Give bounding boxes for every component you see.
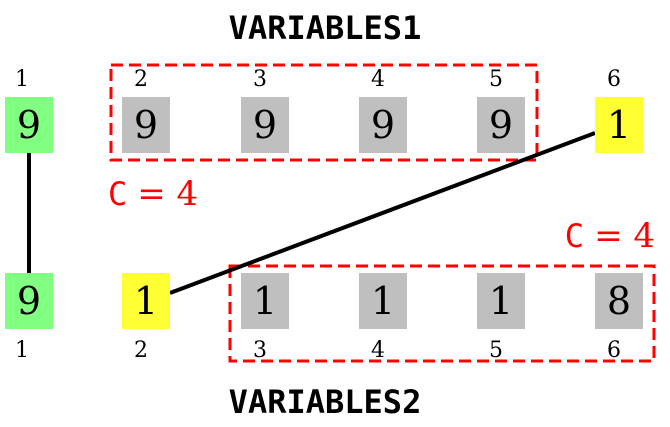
bottom-variable-5: 15	[477, 273, 525, 363]
top-variable-3: 93	[241, 67, 289, 153]
top-index-5: 5	[489, 67, 503, 92]
top-variable-1: 91	[5, 67, 53, 153]
bottom-cell-1	[5, 273, 53, 329]
bottom-index-6: 6	[607, 338, 621, 363]
top-cell-5	[477, 97, 525, 153]
bottom-variable-4: 14	[359, 273, 407, 363]
top-value-2: 9	[134, 103, 158, 147]
top-value-4: 9	[371, 103, 395, 147]
bottom-variable-6: 86	[595, 273, 643, 363]
bottom-value-5: 1	[489, 279, 513, 323]
bottom-value-1: 9	[17, 279, 41, 323]
top-index-1: 1	[15, 67, 29, 92]
top-value-5: 9	[489, 103, 513, 147]
top-variable-6: 16	[595, 67, 643, 153]
top-cell-3	[241, 97, 289, 153]
bottom-constraint-label: C = 4	[565, 216, 655, 256]
link-2	[169, 131, 596, 295]
top-constraint-letter: C	[108, 175, 127, 213]
top-index-6: 6	[607, 67, 621, 92]
bottom-index-1: 1	[15, 338, 29, 363]
top-cell-2	[122, 97, 170, 153]
bottom-variable-2: 12	[122, 273, 170, 363]
bottom-value-6: 8	[607, 279, 631, 323]
top-constraint-relation: = 4	[137, 174, 198, 214]
bottom-variable-1: 91	[5, 273, 53, 363]
top-constraint-box	[109, 63, 539, 162]
bottom-cell-2	[122, 273, 170, 329]
top-variable-4: 94	[359, 67, 407, 153]
bottom-cell-3	[241, 273, 289, 329]
top-cell-1	[5, 97, 53, 153]
bottom-index-5: 5	[489, 338, 503, 363]
top-value-1: 9	[17, 103, 41, 147]
top-row-title: VARIABLES1	[229, 9, 422, 47]
top-index-4: 4	[371, 67, 385, 92]
bottom-constraint-relation: = 4	[594, 216, 655, 256]
top-constraint-label: C = 4	[108, 174, 198, 214]
top-value-3: 9	[253, 103, 277, 147]
top-variable-5: 95	[477, 67, 525, 153]
bottom-cell-5	[477, 273, 525, 329]
top-variable-2: 92	[122, 67, 170, 153]
bottom-cell-4	[359, 273, 407, 329]
top-value-6: 1	[607, 103, 631, 147]
top-index-2: 2	[134, 67, 148, 92]
bottom-constraint-box	[228, 264, 656, 363]
links-layer	[27, 131, 596, 295]
bottom-value-2: 1	[134, 279, 158, 323]
top-cell-4	[359, 97, 407, 153]
top-index-3: 3	[253, 67, 267, 92]
bottom-cell-6	[595, 273, 643, 329]
bottom-row-title: VARIABLES2	[229, 383, 422, 421]
bottom-value-4: 1	[371, 279, 395, 323]
bottom-variable-3: 13	[241, 273, 289, 363]
top-cell-6	[595, 97, 643, 153]
bottom-index-3: 3	[253, 338, 267, 363]
bottom-index-2: 2	[134, 338, 148, 363]
bottom-index-4: 4	[371, 338, 385, 363]
bottom-constraint-letter: C	[565, 217, 584, 255]
bottom-value-3: 1	[253, 279, 277, 323]
